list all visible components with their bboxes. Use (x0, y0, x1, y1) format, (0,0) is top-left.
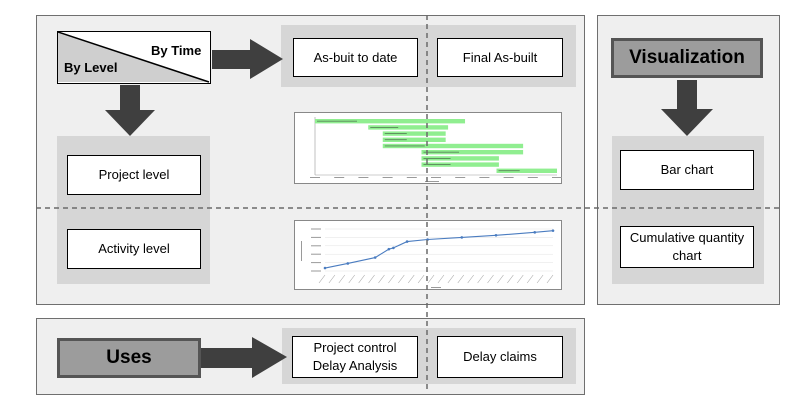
line-x-tick-label (546, 274, 554, 284)
by-time-label: By Time (151, 43, 202, 58)
final-as-built-box: Final As-built (437, 38, 563, 77)
line-x-tick-label (368, 274, 375, 284)
line-x-tick-label (417, 274, 425, 284)
uses-title: Uses (57, 338, 201, 378)
line-point (494, 234, 498, 237)
line-svg (301, 228, 555, 288)
arrow-down-level (105, 85, 155, 136)
line-point (387, 247, 391, 251)
line-x-tick-label (378, 274, 385, 284)
line-x-tick-label (338, 274, 346, 284)
line-point (323, 266, 327, 270)
gantt-tick-label (431, 177, 441, 178)
level-time-header: By Time By Level (57, 31, 211, 84)
gantt-bar (421, 156, 499, 161)
gantt-bar (315, 119, 466, 124)
gantt-svg (310, 117, 562, 182)
line-y-tick-label (311, 236, 321, 238)
gantt-bar-label (423, 164, 451, 165)
gantt-tick-label (334, 177, 345, 178)
gantt-tick-label (552, 177, 562, 178)
line-x-tick-label (427, 274, 435, 284)
line-point (346, 262, 350, 265)
line-point (392, 246, 395, 250)
line-y-tick-label (311, 270, 321, 272)
line-x-tick-label (358, 274, 365, 284)
gantt-bar-label (384, 145, 425, 147)
line-x-tick-label (526, 274, 534, 284)
gantt-tick-label (382, 177, 393, 178)
line-y-tick-label (311, 253, 321, 255)
line-x-tick-label (388, 274, 395, 284)
gantt-bar-label (423, 151, 460, 153)
line-y-axis-title (301, 241, 302, 261)
gantt-tick-label (455, 177, 466, 178)
cumulative-thumbnail (294, 220, 562, 290)
line-x-tick-label (536, 274, 544, 284)
gantt-bar (421, 162, 499, 167)
line-y-tick-label (311, 245, 321, 247)
line-x-tick-label (517, 274, 524, 284)
line-x-tick-label (467, 274, 474, 284)
project-control-box: Project control Delay Analysis (292, 336, 418, 378)
project-level-box: Project level (67, 155, 201, 195)
gantt-tick-label (479, 177, 490, 178)
gantt-axis-title (425, 181, 439, 182)
gantt-bar (368, 125, 449, 130)
gantt-bar-label (370, 127, 399, 128)
gantt-tick-label (406, 177, 417, 178)
gantt-bar-label (384, 133, 407, 134)
line-x-tick-label (328, 274, 336, 284)
bar-chart-box: Bar chart (620, 150, 754, 190)
line-x-tick-label (407, 274, 415, 284)
gantt-bar-label (317, 120, 357, 122)
gantt-tick-label (310, 177, 320, 178)
gantt-bar (496, 168, 557, 173)
cumulative-chart-box: Cumulative quantity chart (620, 226, 754, 268)
gantt-bar-label (384, 139, 407, 141)
line-x-tick-label (348, 274, 355, 284)
by-level-label: By Level (64, 60, 118, 75)
visualization-title: Visualization (611, 38, 763, 78)
arrow-right-header (212, 39, 283, 79)
gantt-bar (421, 150, 524, 155)
line-point (405, 240, 409, 243)
delay-claims-box: Delay claims (437, 336, 563, 378)
activity-level-box: Activity level (67, 229, 201, 269)
line-x-tick-label (437, 274, 445, 284)
line-y-tick-label (311, 262, 321, 264)
line-point (460, 236, 464, 239)
line-point (533, 231, 537, 234)
gantt-thumbnail (294, 112, 562, 184)
line-point (373, 256, 377, 259)
gantt-bar-label (423, 158, 451, 159)
gantt-bar-label (498, 170, 520, 172)
line-x-tick-label (507, 274, 514, 284)
line-x-tick-label (477, 274, 484, 284)
line-x-tick-label (497, 274, 504, 284)
line-x-tick-label (457, 274, 465, 284)
gantt-tick-label (503, 177, 514, 178)
header-diagonal (58, 32, 210, 83)
gantt-bar (382, 143, 524, 149)
line-axis-title (431, 287, 441, 288)
line-x-tick-label (447, 274, 455, 284)
line-x-tick-label (318, 274, 326, 284)
as-built-to-date-box: As-buit to date (293, 38, 418, 77)
line-point (551, 229, 555, 232)
gantt-tick-label (358, 177, 369, 178)
gantt-bar (382, 137, 446, 142)
arrow-right-uses (200, 337, 287, 378)
line-y-tick-label (311, 228, 321, 230)
line-x-tick-label (487, 274, 494, 284)
gantt-tick-label (527, 177, 538, 178)
gantt-bar (382, 131, 446, 136)
arrow-down-viz (661, 80, 713, 136)
line-x-tick-label (398, 274, 405, 284)
